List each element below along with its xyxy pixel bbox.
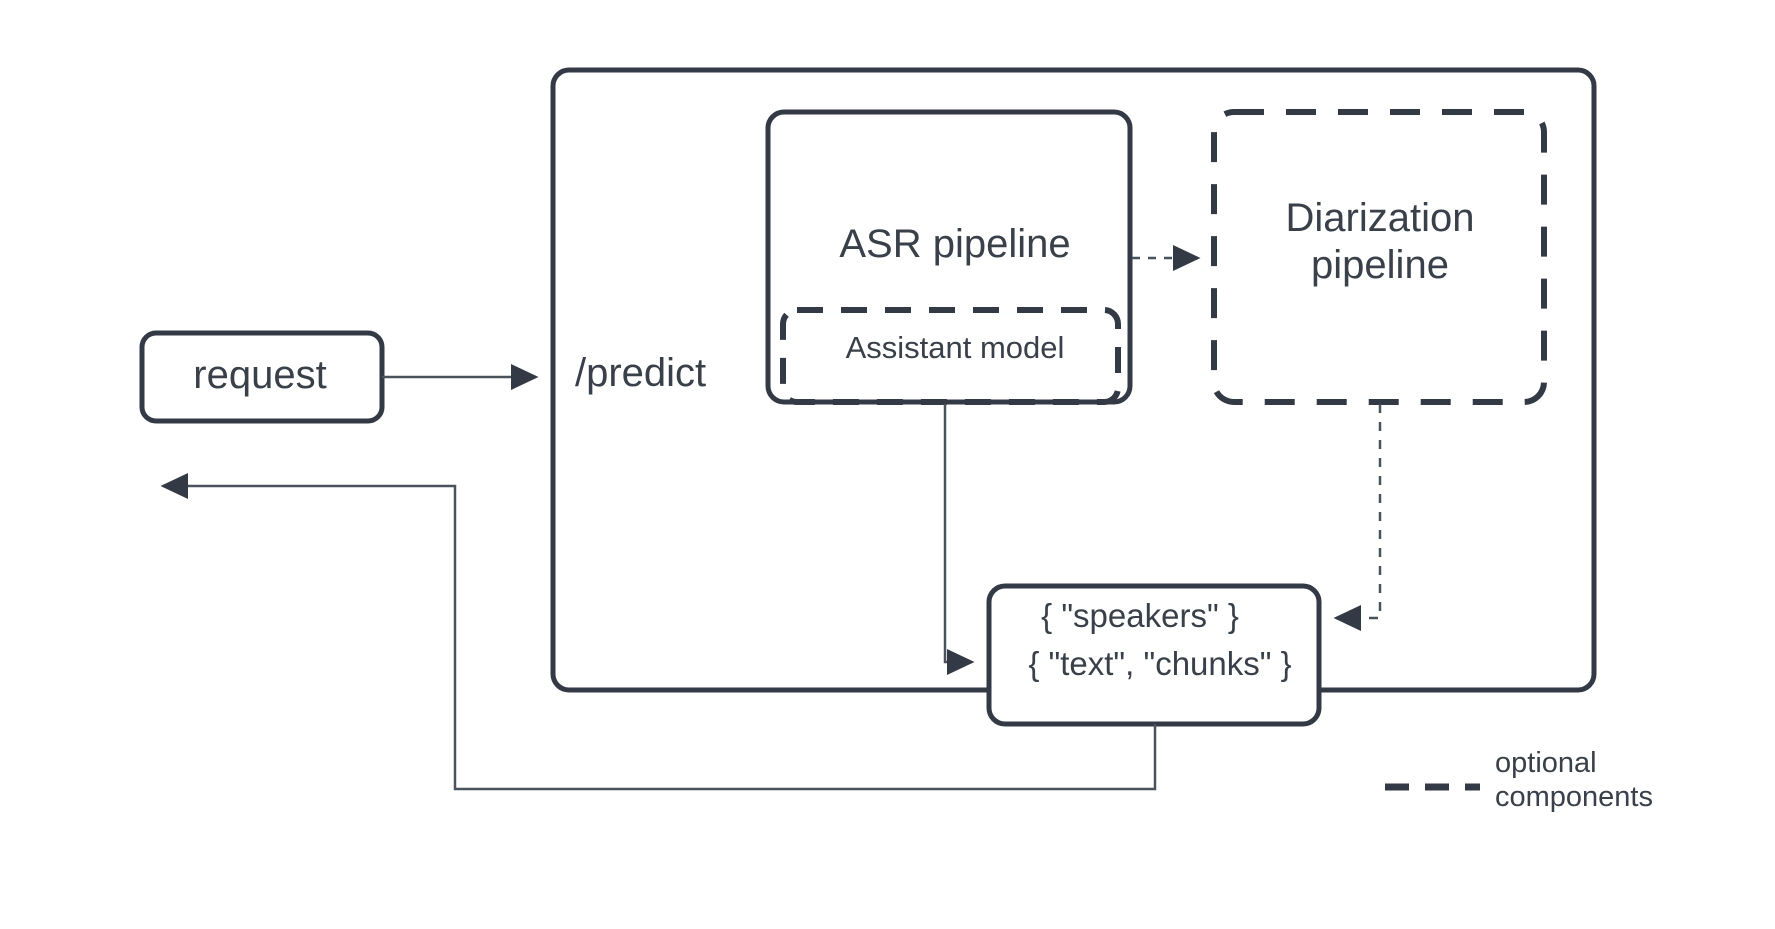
edge-asr-to-response-text xyxy=(943,404,975,675)
response-box xyxy=(986,583,1322,727)
diarization-pipeline-box xyxy=(1211,109,1547,405)
request-box xyxy=(139,330,385,424)
edge-response-to-request xyxy=(160,473,1157,791)
edge-diarization-to-response-speakers xyxy=(1333,404,1382,631)
asr-pipeline-box xyxy=(765,109,1133,405)
assistant-model-box xyxy=(780,307,1121,405)
